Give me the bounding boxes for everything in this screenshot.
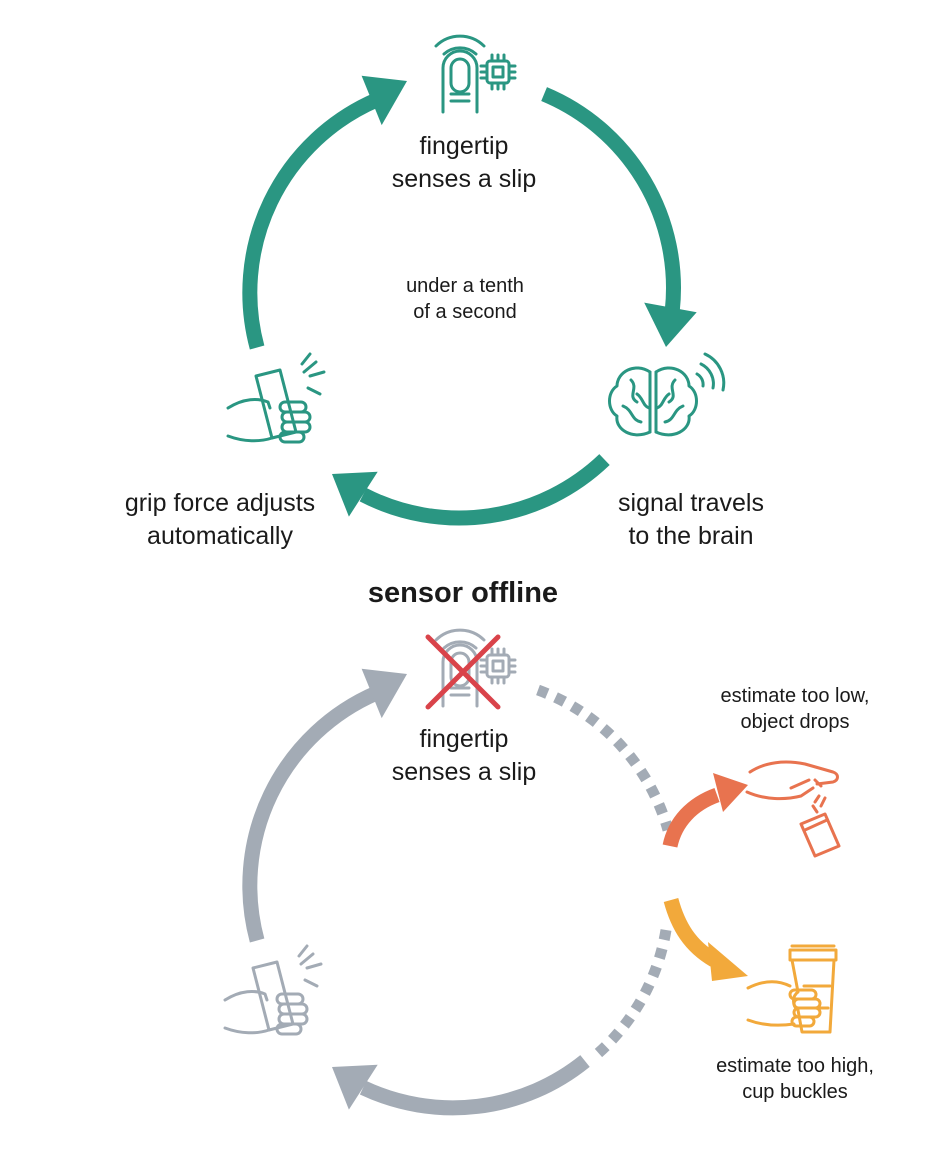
outcome-high-label: estimate too high, cup buckles xyxy=(690,1053,900,1106)
label-line: senses a slip xyxy=(391,758,537,786)
drop-arrowhead xyxy=(713,773,748,812)
label-line: fingertip xyxy=(419,725,509,753)
broken-loop-title: sensor offline xyxy=(367,577,559,609)
buckle-arrow xyxy=(663,897,719,967)
arrowhead-to-brain xyxy=(644,302,697,347)
label-line: fingertip xyxy=(419,132,509,160)
arc-grip-to-sense xyxy=(242,93,380,350)
label-line: automatically xyxy=(147,522,293,550)
label-line: to the brain xyxy=(628,522,754,550)
dropping-object-icon xyxy=(745,760,841,858)
broken-arc-brain-to-grip xyxy=(591,929,672,1061)
arc-brain-to-grip xyxy=(359,454,610,526)
label-line: cup buckles xyxy=(742,1081,848,1104)
arrowhead-to-grip xyxy=(332,471,378,517)
arc-grip-to-sense-grey xyxy=(242,686,380,943)
label-line: of a second xyxy=(413,301,517,324)
brain-signal-icon xyxy=(608,352,726,437)
buckling-cup-icon xyxy=(746,944,838,1034)
fingertip-sensor-icon xyxy=(434,34,517,114)
broken-loop xyxy=(223,628,841,1116)
label-line: estimate too high, xyxy=(716,1055,874,1077)
label-line: signal travels xyxy=(618,489,764,517)
healthy-grip-label: grip force adjusts automatically xyxy=(100,487,340,553)
healthy-signal-label: signal travels to the brain xyxy=(596,487,786,553)
drop-arrow xyxy=(662,787,720,848)
label-line: under a tenth xyxy=(406,275,524,297)
offline-gripping-fist-icon xyxy=(223,944,323,1036)
arrowhead-to-sense-grey xyxy=(361,668,407,719)
label-line: estimate too low, xyxy=(720,685,870,707)
arc-to-grip-grey xyxy=(359,1055,590,1116)
label-line: grip force adjusts xyxy=(124,489,316,517)
label-line: object drops xyxy=(740,711,850,734)
outcome-low-label: estimate too low, object drops xyxy=(690,683,900,736)
arrowhead-to-sense xyxy=(361,75,407,126)
gripping-fist-icon xyxy=(226,352,326,444)
healthy-loop xyxy=(226,34,726,526)
broken-arc-sense-to-brain xyxy=(536,684,674,832)
loop-time-label: under a tenth of a second xyxy=(365,273,565,326)
healthy-sense-label: fingertip senses a slip xyxy=(380,130,548,196)
offline-fingertip-sensor-icon xyxy=(434,628,517,708)
cross-icon xyxy=(425,634,501,710)
arrowhead-to-grip-grey xyxy=(332,1064,378,1110)
label-line: senses a slip xyxy=(391,165,537,193)
buckle-arrowhead xyxy=(708,942,748,981)
offline-sense-label: fingertip senses a slip xyxy=(380,723,548,789)
arc-sense-to-brain xyxy=(541,87,681,312)
